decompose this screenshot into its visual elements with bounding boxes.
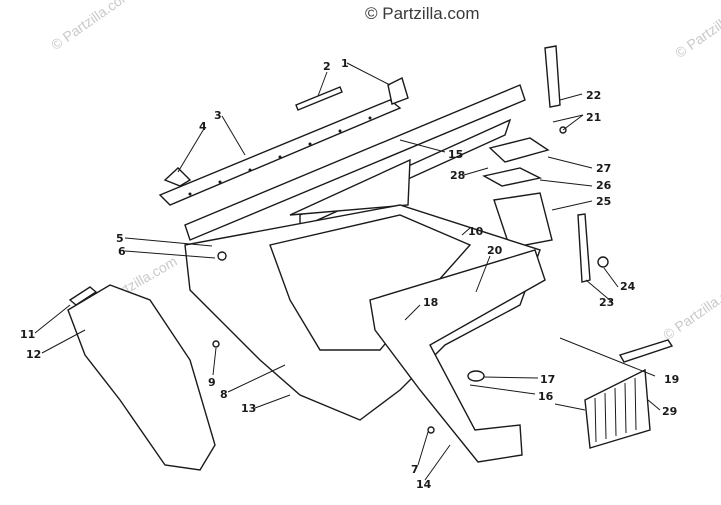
callout-16: 16 (538, 390, 554, 403)
callout-7: 7 (411, 463, 419, 476)
trim-strip-holes (188, 116, 372, 196)
bracket-part (387, 77, 409, 105)
trim-strip-part (158, 99, 402, 206)
dash-panel-part (289, 158, 411, 216)
callout-4: 4 (199, 120, 207, 133)
callout-26: 26 (596, 179, 612, 192)
callout-29: 29 (662, 405, 677, 418)
callout-24: 24 (620, 280, 636, 293)
callout-19: 19 (664, 373, 679, 386)
callout-1: 1 (341, 57, 349, 70)
rivet-part (212, 340, 220, 348)
callout-18: 18 (423, 296, 438, 309)
callout-2: 2 (323, 60, 331, 73)
callout-9: 9 (208, 376, 216, 389)
callout-6: 6 (118, 245, 126, 258)
callout-labels: 1 2 3 4 5 6 7 8 9 10 11 12 13 14 15 16 1… (20, 57, 679, 491)
grille-panel-part (584, 368, 651, 449)
bolt-part (217, 251, 227, 261)
trim-piece-part (68, 286, 98, 306)
strip-part (295, 86, 343, 111)
callout-5: 5 (116, 232, 124, 245)
callout-12: 12 (26, 348, 41, 361)
callout-3: 3 (214, 109, 222, 122)
callout-15: 15 (448, 148, 463, 161)
hinge-part (544, 45, 561, 108)
callout-17: 17 (540, 373, 555, 386)
lens-part (488, 137, 550, 163)
knob-part (597, 256, 609, 268)
callout-22: 22 (586, 89, 601, 102)
housing-part (493, 192, 553, 249)
callout-28: 28 (450, 169, 465, 182)
grille-strip-part (618, 339, 674, 363)
callout-23: 23 (599, 296, 614, 309)
callout-10: 10 (468, 225, 484, 238)
washer-part (467, 370, 485, 382)
callout-13: 13 (241, 402, 256, 415)
leader-lines (34, 62, 661, 481)
callout-20: 20 (487, 244, 503, 257)
side-panel-part (67, 284, 216, 471)
callout-21: 21 (586, 111, 601, 124)
callout-8: 8 (220, 388, 228, 401)
callout-27: 27 (596, 162, 611, 175)
callout-25: 25 (596, 195, 611, 208)
watermark-main: © Partzilla.com (365, 4, 480, 23)
screw-part (427, 426, 435, 434)
callout-14: 14 (416, 478, 432, 491)
crossmember-part (184, 84, 526, 241)
gasket-part (482, 167, 543, 187)
callout-11: 11 (20, 328, 35, 341)
grille-slats (594, 377, 637, 443)
latch-part (577, 213, 591, 283)
bumper-frame-part (369, 249, 546, 463)
clip-part (163, 167, 192, 187)
